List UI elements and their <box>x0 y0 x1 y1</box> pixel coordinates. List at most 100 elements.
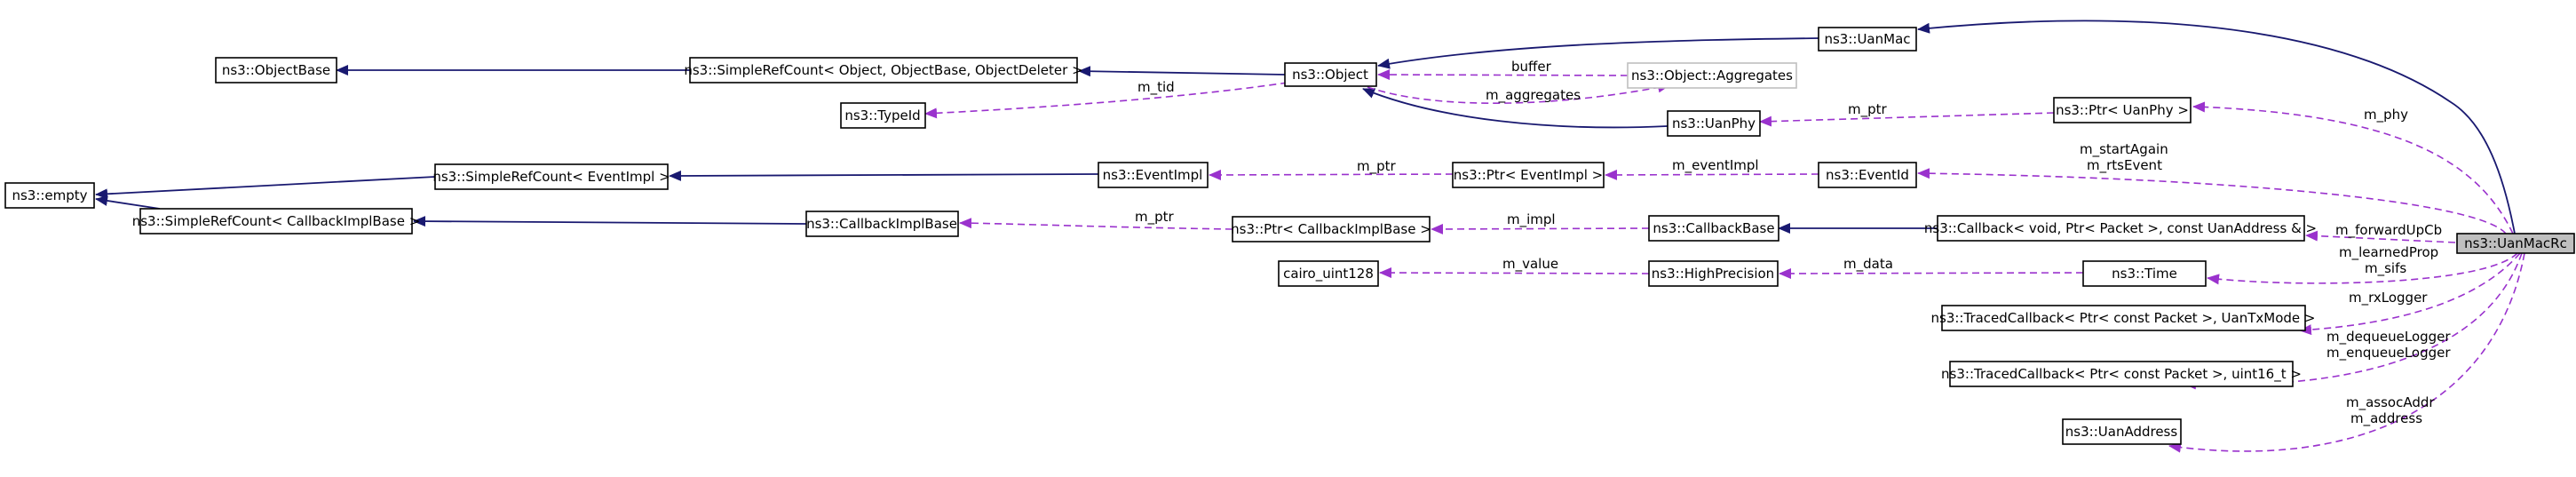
node-ptr-callback-impl-base[interactable]: ns3::Ptr< CallbackImplBase > <box>1231 216 1431 242</box>
edge-uanmacrc-eventid <box>1917 168 2507 235</box>
nodes: ns3::UanMacRc ns3::UanMac ns3::Object ns… <box>4 27 2575 445</box>
node-simple-ref-count-callback-impl-base[interactable]: ns3::SimpleRefCount< CallbackImplBase > <box>132 208 421 235</box>
edge-uanphy-to-object <box>1362 88 1668 129</box>
edge-eventid-ptreventimpl <box>1605 169 1819 180</box>
svg-text:ns3::Ptr< EventImpl >: ns3::Ptr< EventImpl > <box>1454 167 1603 183</box>
node-uan-address[interactable]: ns3::UanAddress <box>2062 418 2182 445</box>
edge-label-m-start-again: m_startAgain <box>2080 141 2168 158</box>
node-uan-phy[interactable]: ns3::UanPhy <box>1667 110 1761 137</box>
svg-text:ns3::Ptr< UanPhy >: ns3::Ptr< UanPhy > <box>2056 102 2189 118</box>
node-event-id[interactable]: ns3::EventId <box>1818 162 1917 188</box>
edge-label-m-phy: m_phy <box>2364 107 2408 123</box>
edge-label-m-value: m_value <box>1502 256 1558 273</box>
node-simple-ref-count-object[interactable]: ns3::SimpleRefCount< Object, ObjectBase,… <box>684 57 1083 83</box>
node-cairo-uint128[interactable]: cairo_uint128 <box>1278 260 1379 287</box>
edge-label-m-rx-logger: m_rxLogger <box>2349 290 2428 306</box>
edge-label-m-ptr-phy: m_ptr <box>1848 101 1888 118</box>
edges <box>95 20 2525 453</box>
edge-label-m-impl: m_impl <box>1507 211 1556 228</box>
svg-text:ns3::UanMac: ns3::UanMac <box>1824 31 1910 47</box>
svg-text:ns3::TypeId: ns3::TypeId <box>844 107 920 123</box>
node-callback-impl-base[interactable]: ns3::CallbackImplBase <box>805 211 959 237</box>
edge-labels: buffer m_tid m_aggregates m_ptr m_phy m_… <box>1135 59 2451 427</box>
node-traced-callback-tx-mode[interactable]: ns3::TracedCallback< Ptr< const Packet >… <box>1931 305 2316 331</box>
edge-label-m-tid: m_tid <box>1137 79 1175 96</box>
edge-uanmacrc-time <box>2207 252 2518 285</box>
edge-label-m-aggregates: m_aggregates <box>1486 87 1581 104</box>
svg-text:ns3::ObjectBase: ns3::ObjectBase <box>222 62 330 78</box>
edge-label-m-forward-up-cb: m_forwardUpCb <box>2335 222 2442 239</box>
node-uan-mac[interactable]: ns3::UanMac <box>1818 27 1917 52</box>
edge-uanmacrc-to-uanmac <box>1917 20 2516 235</box>
node-high-precision[interactable]: ns3::HighPrecision <box>1648 260 1779 287</box>
svg-text:ns3::empty: ns3::empty <box>12 187 87 203</box>
edge-label-m-enqueue-logger: m_enqueueLogger <box>2326 345 2451 362</box>
edge-object-typeid <box>924 82 1288 119</box>
node-simple-ref-count-event-impl[interactable]: ns3::SimpleRefCount< EventImpl > <box>432 163 670 190</box>
svg-text:ns3::SimpleRefCount< EventImpl: ns3::SimpleRefCount< EventImpl > <box>432 169 670 185</box>
edge-highprecision-cairo <box>1379 267 1650 279</box>
edge-simplerefcountevent-to-empty <box>95 176 436 200</box>
node-callback[interactable]: ns3::Callback< void, Ptr< Packet >, cons… <box>1924 215 2317 242</box>
node-traced-callback-uint16[interactable]: ns3::TracedCallback< Ptr< const Packet >… <box>1941 361 2302 387</box>
edge-uanmacrc-traceduint16 <box>2184 252 2523 390</box>
edge-label-m-ptr-event: m_ptr <box>1357 158 1397 175</box>
svg-text:ns3::TracedCallback< Ptr< cons: ns3::TracedCallback< Ptr< const Packet >… <box>1941 366 2302 383</box>
edge-eventimpl-to-simplerefcountevent <box>669 170 1099 181</box>
edge-uanmacrc-ptruanphy <box>2192 101 2514 235</box>
node-type-id[interactable]: ns3::TypeId <box>840 102 926 129</box>
svg-text:ns3::TracedCallback< Ptr< cons: ns3::TracedCallback< Ptr< const Packet >… <box>1931 310 2316 326</box>
svg-text:ns3::UanAddress: ns3::UanAddress <box>2065 424 2178 440</box>
edge-uanmacrc-tracedtxmode <box>2299 252 2521 336</box>
edge-ptrcallbackimplbase-callbackimplbase <box>959 218 1233 230</box>
node-event-impl[interactable]: ns3::EventImpl <box>1098 162 1209 188</box>
edge-ptreventimpl-eventimpl <box>1209 169 1454 180</box>
edge-label-m-event-impl: m_eventImpl <box>1672 157 1759 174</box>
edge-label-m-sifs: m_sifs <box>2365 260 2406 277</box>
edge-object-to-simplerefcount <box>1078 66 1286 77</box>
edge-label-m-rts-event: m_rtsEvent <box>2087 157 2162 174</box>
edge-label-buffer: buffer <box>1511 59 1552 75</box>
svg-text:ns3::CallbackBase: ns3::CallbackBase <box>1653 220 1774 236</box>
svg-text:ns3::EventImpl: ns3::EventImpl <box>1103 167 1203 183</box>
edge-ptruanphy-uanphy <box>1759 112 2055 127</box>
node-object-base[interactable]: ns3::ObjectBase <box>215 57 337 83</box>
svg-text:ns3::Callback< void, Ptr< Pack: ns3::Callback< void, Ptr< Packet >, cons… <box>1924 220 2317 236</box>
edge-simplerefcountcallback-to-empty <box>95 195 161 210</box>
node-ptr-event-impl[interactable]: ns3::Ptr< EventImpl > <box>1452 162 1605 188</box>
svg-text:ns3::EventId: ns3::EventId <box>1826 167 1909 183</box>
svg-text:ns3::HighPrecision: ns3::HighPrecision <box>1652 266 1774 282</box>
svg-text:ns3::Object: ns3::Object <box>1292 67 1368 83</box>
edge-label-m-learned-prop: m_learnedProp <box>2339 244 2438 261</box>
edge-uanmacrc-uanaddress <box>2168 252 2525 453</box>
edge-callbackimplbase-to-simplerefcountcallback <box>413 216 807 227</box>
edge-uanmacrc-callback <box>2305 230 2456 243</box>
node-uan-mac-rc[interactable]: ns3::UanMacRc <box>2456 233 2575 254</box>
edge-label-m-dequeue-logger: m_dequeueLogger <box>2326 329 2451 346</box>
edge-uanmac-to-object <box>1377 37 1819 69</box>
svg-text:ns3::SimpleRefCount< CallbackI: ns3::SimpleRefCount< CallbackImplBase > <box>132 213 421 229</box>
node-empty[interactable]: ns3::empty <box>4 182 95 209</box>
svg-text:ns3::Object::Aggregates: ns3::Object::Aggregates <box>1631 68 1793 83</box>
edge-label-m-assoc-addr: m_assocAddr <box>2346 394 2435 411</box>
edge-label-m-data: m_data <box>1843 256 1893 273</box>
edge-label-m-address: m_address <box>2350 410 2422 427</box>
svg-text:ns3::UanMacRc: ns3::UanMacRc <box>2464 235 2567 251</box>
node-object-aggregates[interactable]: ns3::Object::Aggregates <box>1627 62 1797 89</box>
svg-text:ns3::SimpleRefCount< Object, O: ns3::SimpleRefCount< Object, ObjectBase,… <box>684 62 1082 78</box>
node-ptr-uan-phy[interactable]: ns3::Ptr< UanPhy > <box>2053 97 2192 123</box>
svg-text:ns3::Time: ns3::Time <box>2112 266 2177 282</box>
svg-text:ns3::UanPhy: ns3::UanPhy <box>1672 115 1756 131</box>
edge-label-m-ptr-callback: m_ptr <box>1135 209 1175 226</box>
edge-aggregates-buffer <box>1377 69 1629 81</box>
svg-text:ns3::Ptr< CallbackImplBase >: ns3::Ptr< CallbackImplBase > <box>1231 221 1431 237</box>
svg-text:ns3::CallbackImplBase: ns3::CallbackImplBase <box>806 216 957 232</box>
edge-object-aggregates <box>1367 82 1670 105</box>
edge-time-highprecision <box>1779 267 2084 279</box>
node-time[interactable]: ns3::Time <box>2082 260 2207 287</box>
svg-text:cairo_uint128: cairo_uint128 <box>1283 266 1374 282</box>
node-object[interactable]: ns3::Object <box>1284 62 1377 87</box>
node-callback-base[interactable]: ns3::CallbackBase <box>1648 215 1779 242</box>
edge-callbackbase-ptrcallbackimplbase <box>1431 223 1650 235</box>
